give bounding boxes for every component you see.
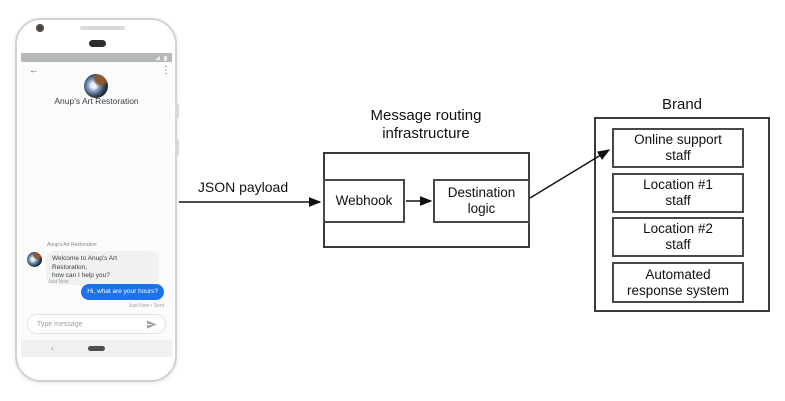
send-icon[interactable] — [146, 319, 157, 330]
incoming-timestamp: Just Now — [48, 279, 69, 285]
nav-back-icon[interactable]: ‹ — [51, 343, 54, 353]
phone-screen: ← ⋮ Anup's Art Restoration Anup's Art Re… — [21, 53, 172, 357]
message-avatar — [27, 252, 42, 267]
brand-box-location-1-staff: Location #1 staff — [612, 173, 744, 213]
volume-button — [175, 139, 179, 156]
sender-label: Anup's Art Restoration — [47, 242, 97, 248]
webhook-box: Webhook — [323, 179, 405, 223]
message-input[interactable] — [28, 320, 146, 328]
brand-box-location-2-staff: Location #2 staff — [612, 217, 744, 257]
incoming-message-bubble: Welcome to Anup's Art Restoration, how c… — [46, 251, 159, 285]
battery-icon — [163, 55, 167, 61]
routing-title: Message routing infrastructure — [370, 107, 482, 142]
overflow-menu-icon[interactable]: ⋮ — [161, 65, 171, 76]
outgoing-message-bubble: Hi, what are your hours? — [81, 284, 164, 300]
speaker-grille — [80, 26, 125, 30]
brand-title: Brand — [661, 96, 703, 113]
signal-icon — [155, 56, 160, 60]
back-arrow-icon[interactable]: ← — [29, 65, 39, 76]
nav-bar: ‹ — [21, 340, 172, 357]
brand-box — [594, 117, 770, 312]
earpiece — [89, 40, 106, 47]
status-bar — [21, 53, 172, 62]
front-camera-icon — [36, 24, 44, 32]
message-composer — [27, 314, 166, 334]
power-button — [175, 103, 179, 118]
outgoing-timestamp: Just Now • Sent — [128, 303, 164, 309]
chat-title: Anup's Art Restoration — [54, 96, 139, 106]
destination-logic-box: Destination logic — [433, 179, 530, 223]
nav-home-pill[interactable] — [88, 346, 105, 351]
phone-mockup: ← ⋮ Anup's Art Restoration Anup's Art Re… — [15, 18, 179, 382]
brand-box-online-support-staff: Online support staff — [612, 128, 744, 168]
json-payload-label: JSON payload — [197, 179, 289, 195]
brand-box-automated-response-system: Automated response system — [612, 262, 744, 303]
brand-avatar — [84, 74, 108, 98]
